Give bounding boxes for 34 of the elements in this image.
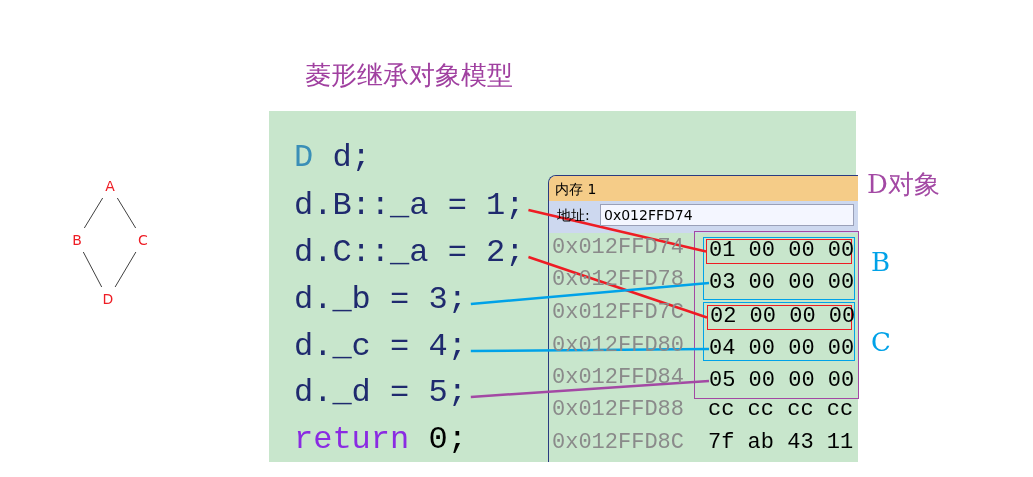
address-field: 0x012FFD74	[600, 204, 854, 226]
code-line: d.C::_a = 2;	[294, 235, 525, 271]
memory-address: 0x012FFD74	[552, 237, 685, 259]
memory-bytes: 05 00 00 00	[709, 368, 852, 394]
connector-line	[83, 197, 104, 229]
memory-address: 0x012FFD88	[552, 399, 685, 421]
leader-line	[528, 208, 707, 253]
memory-address: 0x012FFD7C	[552, 302, 685, 324]
code-line: d._c = 4;	[294, 329, 467, 365]
class-name: D	[100, 289, 116, 309]
group-label: C	[871, 329, 891, 355]
leader-line	[470, 379, 710, 399]
code-line: return 0;	[294, 422, 467, 458]
memory-bytes: 7f ab 43 11	[708, 432, 854, 454]
connector-line	[116, 197, 137, 229]
window-title: 内存 1	[555, 181, 597, 199]
connector-line	[82, 251, 103, 288]
group-label: D对象	[867, 171, 940, 197]
code-line: d._d = 5;	[294, 375, 467, 411]
code-line: D d;	[294, 140, 371, 176]
memory-address: 0x012FFD8C	[552, 432, 685, 454]
memory-bytes: 03 00 00 00	[709, 270, 852, 296]
group-label: B	[871, 249, 891, 275]
connector-line	[114, 251, 137, 288]
class-name: B	[69, 230, 85, 250]
code-line: d._b = 3;	[294, 282, 467, 318]
class-name: C	[135, 230, 151, 250]
memory-bytes: 04 00 00 00	[709, 336, 852, 362]
class-name: A	[102, 176, 118, 196]
memory-bytes: cc cc cc cc	[708, 399, 854, 421]
code-line: d.B::_a = 1;	[294, 188, 525, 224]
memory-address: 0x012FFD84	[552, 367, 685, 389]
leader-line	[470, 281, 710, 306]
diagram-title: 菱形继承对象模型	[305, 62, 513, 88]
